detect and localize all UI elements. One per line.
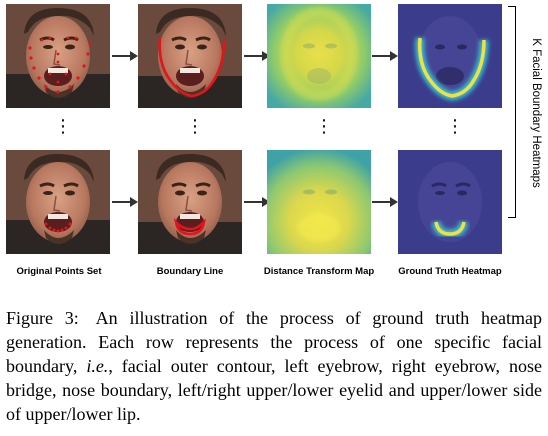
figure-number: Figure 3:	[6, 308, 79, 328]
column-label-original-points: Original Points Set	[16, 266, 102, 277]
original-points-image-row1	[6, 4, 110, 108]
caption-ie: i.e.	[86, 356, 109, 376]
column-label-boundary-line: Boundary Line	[156, 266, 224, 277]
ground-truth-heatmap-row2	[398, 150, 502, 254]
column-label-distance-transform: Distance Transform Map	[263, 266, 375, 277]
caption-text-2: , facial outer contour, left eyebrow, ri…	[6, 356, 542, 424]
side-label: K Facial Boundary Heatmaps	[526, 8, 546, 218]
arrow-right-icon	[244, 51, 270, 61]
ellipsis-col4: ⋮	[446, 116, 464, 137]
ground-truth-heatmap-row1	[398, 4, 502, 108]
column-label-ground-truth: Ground Truth Heatmap	[398, 266, 502, 277]
distance-transform-map-row2	[267, 150, 371, 254]
ellipsis-col3: ⋮	[315, 116, 333, 137]
boundary-line-image-row1	[138, 4, 242, 108]
distance-transform-map-row1	[267, 4, 371, 108]
arrow-right-icon	[372, 51, 398, 61]
ellipsis-col1: ⋮	[54, 116, 72, 137]
caption-text-1: An illustration of the process of ground…	[6, 308, 543, 376]
arrow-right-icon	[112, 51, 138, 61]
boundary-line-image-row2	[138, 150, 242, 254]
side-label-text: K Facial Boundary Heatmaps	[530, 38, 542, 188]
arrow-right-icon	[372, 197, 398, 207]
figure-caption: Figure 3: An illustration of the process…	[6, 306, 542, 426]
arrow-right-icon	[244, 197, 270, 207]
original-points-image-row2	[6, 150, 110, 254]
ellipsis-col2: ⋮	[186, 116, 204, 137]
arrow-right-icon	[112, 197, 138, 207]
row-group-bracket	[508, 6, 516, 218]
